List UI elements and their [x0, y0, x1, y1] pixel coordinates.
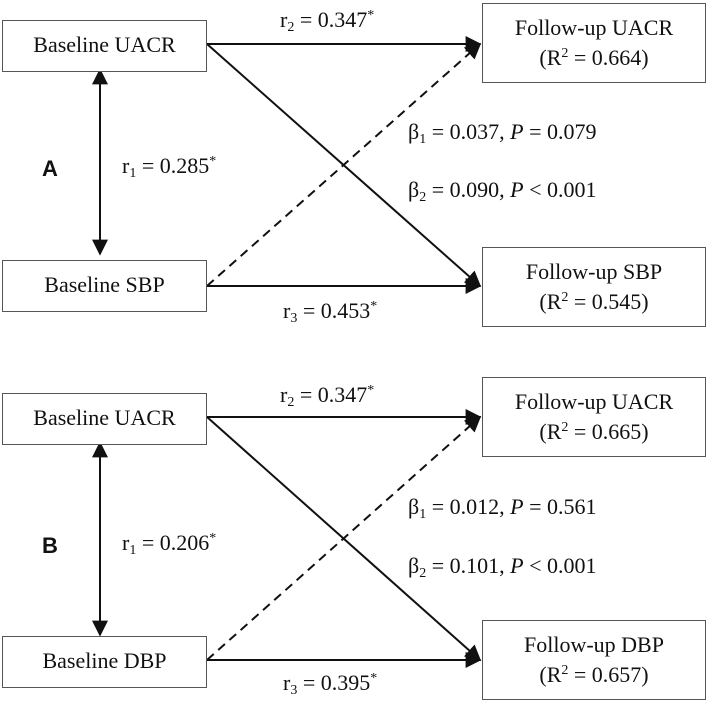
panel-letter: A [42, 156, 58, 181]
follow-up-uacr-label: Follow-up UACR [514, 15, 674, 40]
beta1-label: β1 = 0.012, P = 0.561 [408, 494, 597, 522]
follow-up-bp-r2: (R2 = 0.545) [539, 289, 649, 314]
baseline-bp-label: Baseline DBP [42, 648, 167, 673]
follow-up-bp-r2: (R2 = 0.657) [539, 662, 649, 687]
panel-a-arrows [92, 36, 482, 294]
arrow-beta1-dashed [206, 42, 482, 287]
follow-up-uacr-label: Follow-up UACR [514, 389, 674, 414]
follow-up-bp-box: Follow-up SBP (R2 = 0.545) [482, 247, 706, 327]
follow-up-bp-label: Follow-up SBP [525, 259, 663, 284]
r1-label: r1 = 0.206* [122, 530, 217, 558]
baseline-uacr-label: Baseline UACR [33, 32, 176, 57]
r2-label: r2 = 0.347* [280, 382, 375, 410]
r1-label: r1 = 0.285* [122, 153, 217, 181]
r3-label: r3 = 0.453* [283, 298, 378, 326]
baseline-uacr-box: Baseline UACR [2, 20, 207, 72]
panel-a: A Baseline UACR Baseline SBP Follow-up U… [2, 3, 706, 327]
baseline-uacr-label: Baseline UACR [33, 405, 176, 430]
beta2-label: β2 = 0.090, P < 0.001 [408, 177, 597, 205]
panel-b-arrows [92, 409, 482, 668]
follow-up-uacr-r2: (R2 = 0.665) [539, 419, 649, 444]
baseline-bp-box: Baseline DBP [2, 636, 207, 688]
follow-up-bp-box: Follow-up DBP (R2 = 0.657) [482, 620, 706, 700]
beta2-label: β2 = 0.101, P < 0.001 [408, 553, 597, 581]
baseline-bp-box: Baseline SBP [2, 260, 207, 312]
follow-up-uacr-box: Follow-up UACR (R2 = 0.664) [482, 3, 706, 83]
follow-up-uacr-r2: (R2 = 0.664) [539, 45, 649, 70]
follow-up-uacr-box: Follow-up UACR (R2 = 0.665) [482, 377, 706, 457]
r2-label: r2 = 0.347* [280, 7, 375, 35]
baseline-uacr-box: Baseline UACR [2, 393, 207, 445]
baseline-bp-label: Baseline SBP [44, 272, 165, 297]
arrow-beta1-dashed [206, 415, 482, 661]
panel-b: B Baseline UACR Baseline DBP Follow-up U… [0, 353, 709, 706]
panel-letter: B [42, 533, 58, 558]
follow-up-bp-label: Follow-up DBP [524, 632, 664, 657]
r3-label: r3 = 0.395* [283, 670, 378, 698]
beta1-label: β1 = 0.037, P = 0.079 [408, 119, 597, 147]
